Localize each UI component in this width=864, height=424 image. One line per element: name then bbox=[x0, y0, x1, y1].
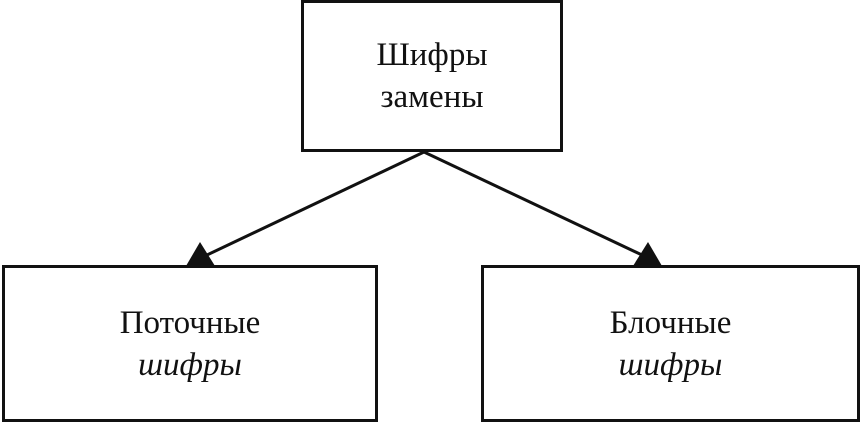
node-block-line1: Блочные bbox=[609, 304, 732, 341]
connector-root-to-stream bbox=[206, 150, 425, 257]
node-stream-line1: Поточные bbox=[119, 304, 261, 341]
node-substitution-ciphers: Шифры замены bbox=[301, 0, 563, 152]
node-root-line2: замены bbox=[380, 79, 484, 115]
node-block-line2: шифры bbox=[618, 346, 723, 383]
node-stream-line2: шифры bbox=[138, 346, 242, 383]
connector-root-to-block bbox=[423, 150, 643, 257]
node-stream-ciphers: Поточные шифры bbox=[2, 265, 378, 422]
arrowhead-block bbox=[633, 242, 662, 266]
node-root-line1: Шифры bbox=[376, 37, 488, 73]
node-block-ciphers: Блочные шифры bbox=[481, 265, 860, 422]
arrowhead-stream bbox=[186, 242, 215, 266]
